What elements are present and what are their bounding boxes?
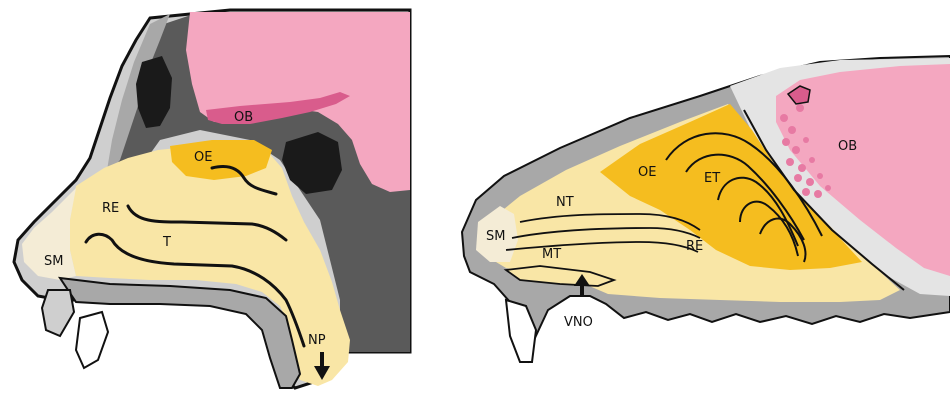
human-label-re: RE [102,201,119,216]
animal-label-sm: SM [486,229,505,244]
human-label-sm: SM [44,254,63,269]
human-lip-tissue [42,290,74,336]
animal-nasal-diagram: OB OE ET NT MT RE SM VNO [462,56,950,362]
animal-label-mt: MT [542,247,561,262]
human-label-np: NP [308,333,326,348]
animal-label-re: RE [686,239,703,254]
human-incisor-tooth [76,312,108,368]
animal-label-oe: OE [638,165,656,180]
animal-label-nt: NT [556,195,574,210]
animal-label-vno: VNO [564,315,593,330]
human-label-t: T [162,235,171,250]
human-label-oe: OE [194,150,212,165]
human-label-ob: OB [234,110,253,125]
animal-label-et: ET [704,171,720,186]
human-nasal-diagram: OB OE RE T SM NP [14,10,410,388]
animal-label-ob: OB [838,139,857,154]
